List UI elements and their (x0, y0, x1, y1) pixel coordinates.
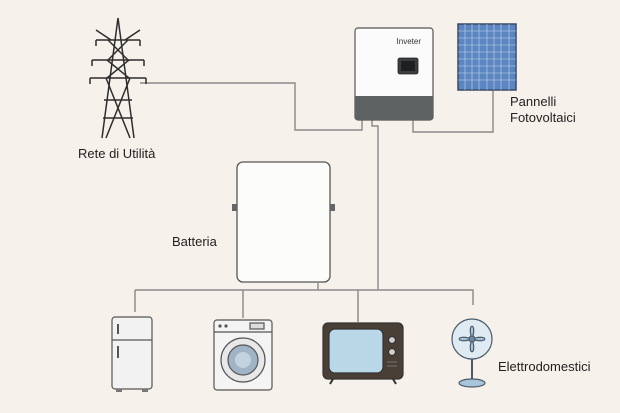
washing-machine-icon (213, 319, 273, 391)
solar-panels-label-line2: Fotovoltaici (510, 110, 576, 125)
appliances-label: Elettrodomestici (498, 359, 591, 374)
solar-panel-icon (457, 23, 517, 91)
grid-label: Rete di Utilità (78, 146, 156, 161)
transmission-tower-icon (89, 17, 147, 139)
solar-panels-label: Pannelli Fotovoltaici (510, 94, 576, 126)
inverter-label: Inveter (397, 37, 422, 46)
battery-icon (232, 161, 335, 283)
refrigerator-icon (111, 316, 153, 392)
wiring (134, 82, 494, 322)
fan-icon (451, 318, 493, 388)
inverter-icon (354, 27, 434, 121)
battery-label: Batteria (172, 234, 217, 249)
solar-panels-label-line1: Pannelli (510, 94, 557, 109)
television-icon (322, 322, 404, 385)
